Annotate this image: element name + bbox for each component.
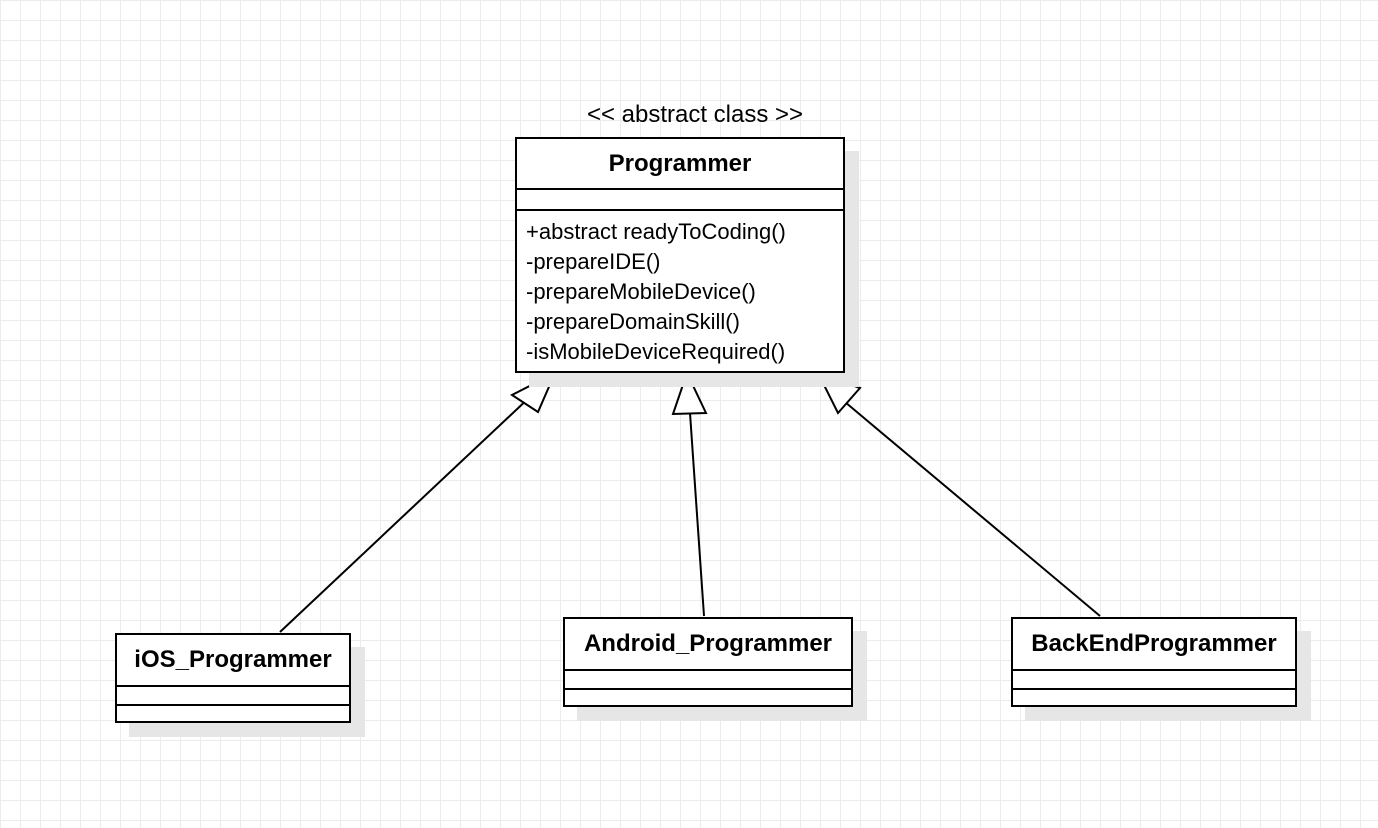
methods-compartment-ios: [117, 704, 349, 721]
stereotype-label: << abstract class >>: [586, 101, 804, 128]
method-ready-to-coding: +abstract readyToCoding(): [526, 219, 786, 244]
attributes-compartment-backend: [1013, 669, 1295, 688]
class-programmer[interactable]: Programmer +abstract readyToCoding() -pr…: [515, 137, 845, 373]
edge-android-to-programmer: [689, 412, 705, 617]
class-backend-programmer[interactable]: BackEndProgrammer: [1011, 617, 1297, 707]
edge-ios-to-programmer: [279, 394, 533, 633]
class-name-android-programmer: Android_Programmer: [583, 630, 833, 657]
method-prepare-ide: -prepareIDE(): [526, 249, 661, 274]
inheritance-arrowhead-ios: [510, 370, 558, 414]
method-prepare-mobile-device: -prepareMobileDevice(): [526, 279, 756, 304]
edge-backend-to-programmer: [844, 401, 1101, 617]
class-android-programmer[interactable]: Android_Programmer: [563, 617, 853, 707]
method-prepare-domain-skill: -prepareDomainSkill(): [526, 309, 740, 334]
class-name-backend-programmer: BackEndProgrammer: [1031, 630, 1277, 657]
inheritance-arrowhead-android: [671, 370, 708, 416]
class-ios-programmer[interactable]: iOS_Programmer: [115, 633, 351, 723]
attributes-compartment-ios: [117, 685, 349, 704]
methods-compartment-android: [565, 688, 851, 705]
methods-compartment-backend: [1013, 688, 1295, 705]
method-is-mobile-device-required: -isMobileDeviceRequired(): [526, 339, 786, 364]
attributes-compartment-programmer: [517, 188, 843, 209]
inheritance-arrowhead-backend: [815, 371, 862, 415]
attributes-compartment-android: [565, 669, 851, 688]
class-name-programmer: Programmer: [608, 150, 752, 177]
methods-compartment-programmer: +abstract readyToCoding() -prepareIDE() …: [517, 209, 843, 373]
class-name-ios-programmer: iOS_Programmer: [134, 646, 332, 673]
